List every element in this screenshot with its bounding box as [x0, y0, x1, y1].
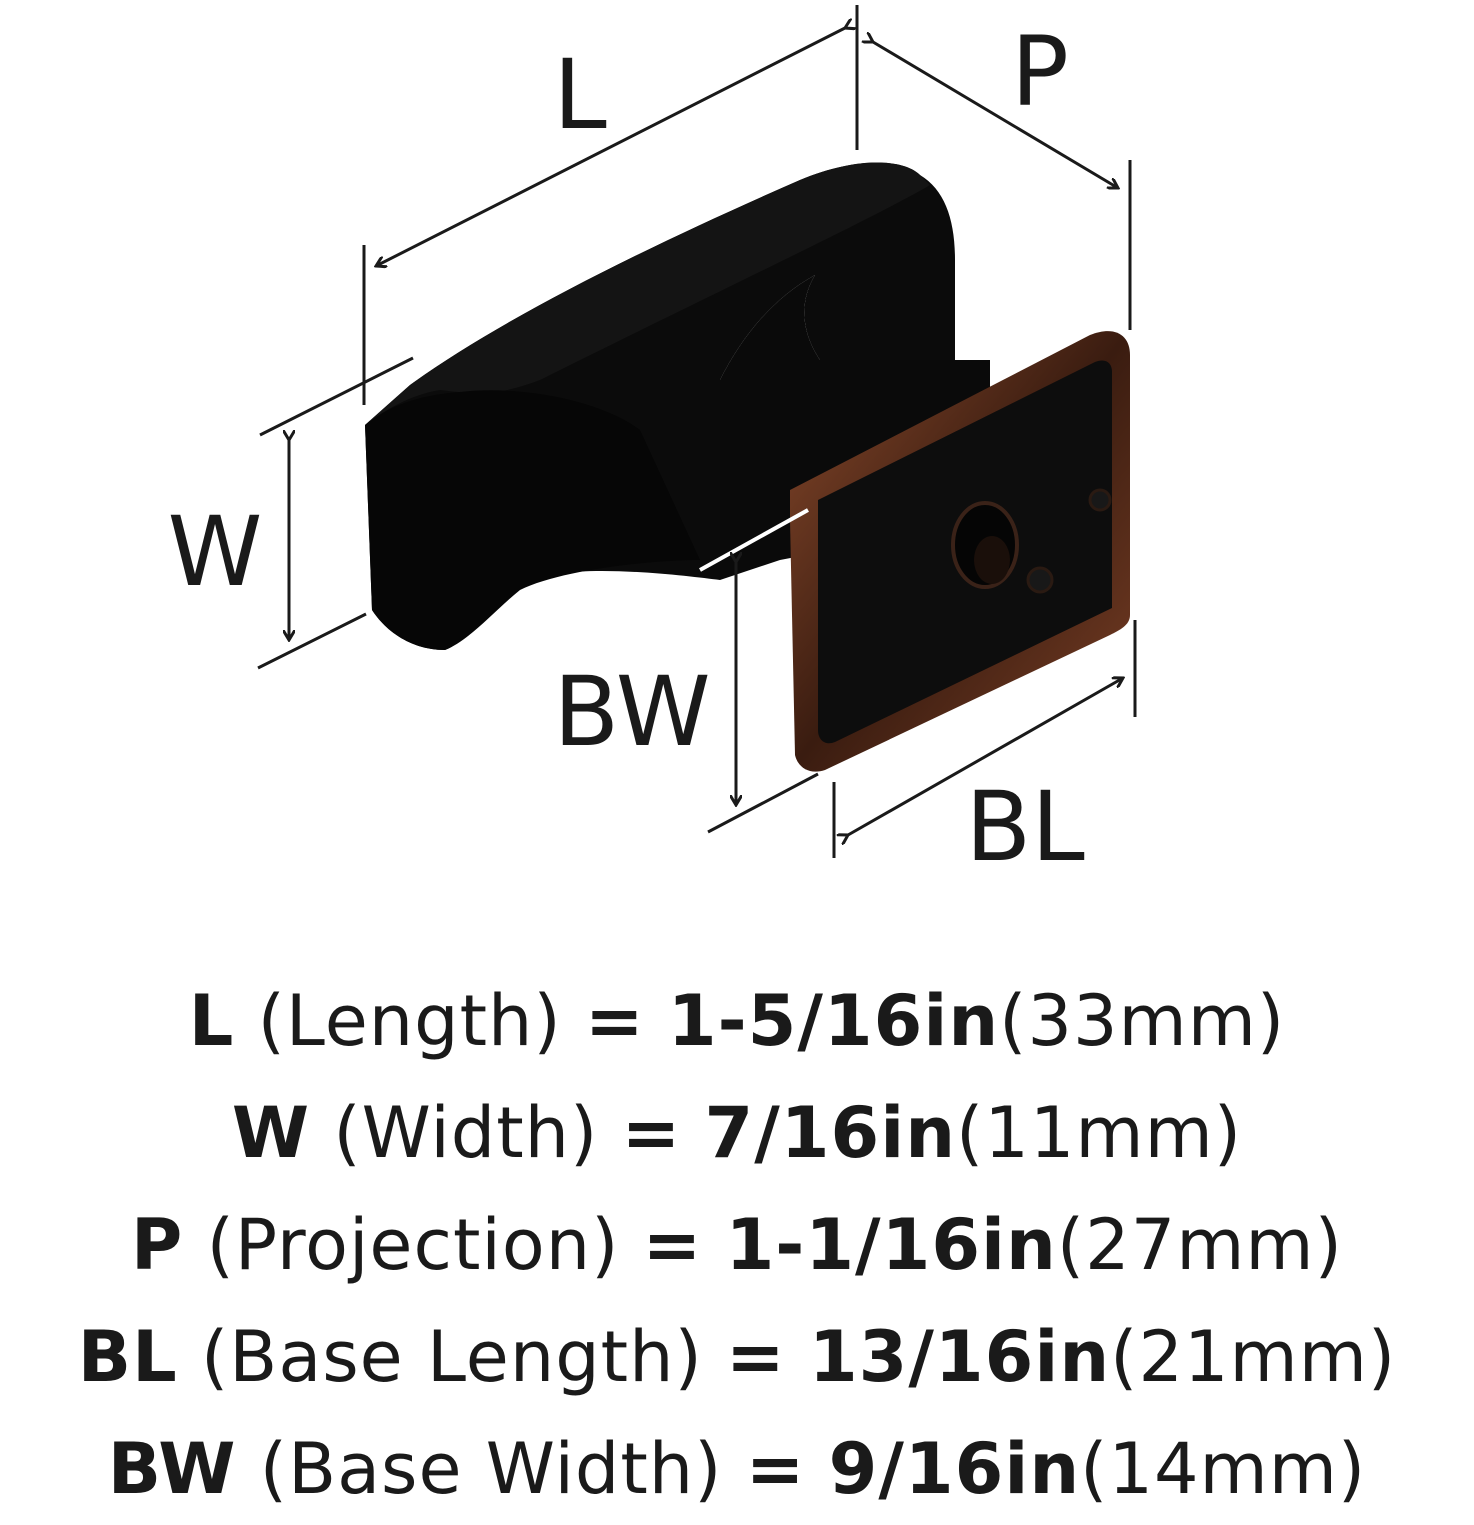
label-l: L: [553, 39, 606, 151]
spec-list: L (Length) = 1-5/16in(33mm) W (Width) = …: [0, 965, 1474, 1525]
spec-code: BL: [77, 1316, 178, 1398]
spec-base-width: BW (Base Width) = 9/16in(14mm): [0, 1413, 1474, 1525]
spec-base-length: BL (Base Length) = 13/16in(21mm): [0, 1301, 1474, 1413]
label-w: W: [168, 496, 263, 608]
spec-equals: =: [621, 1092, 682, 1174]
spec-metric: (21mm): [1110, 1316, 1397, 1398]
spec-code: P: [131, 1204, 184, 1286]
bw-extension-bottom: [707, 772, 819, 834]
spec-projection: P (Projection) = 1-1/16in(27mm): [0, 1189, 1474, 1301]
spec-name: (Projection): [206, 1204, 620, 1286]
spec-imperial: 13/16in: [808, 1316, 1111, 1398]
spec-name: (Width): [333, 1092, 599, 1174]
spec-imperial: 9/16in: [828, 1428, 1081, 1510]
spec-metric: (11mm): [956, 1092, 1243, 1174]
spec-metric: (14mm): [1080, 1428, 1367, 1510]
spec-equals: =: [584, 980, 645, 1062]
dimension-diagram: L P W BW BL: [168, 5, 1137, 883]
spec-imperial: 1-5/16in: [667, 980, 1000, 1062]
pin-hole-icon: [1088, 488, 1112, 512]
spec-equals: =: [745, 1428, 806, 1510]
l-dimension-line: [376, 28, 845, 266]
spec-imperial: 1-1/16in: [725, 1204, 1057, 1286]
spec-equals: =: [726, 1316, 786, 1398]
label-p: P: [1011, 16, 1069, 128]
knob-illustration: [365, 162, 1130, 772]
spec-code: L: [188, 980, 235, 1062]
spec-metric: (27mm): [1056, 1204, 1343, 1286]
spec-width: W (Width) = 7/16in(11mm): [0, 1077, 1474, 1189]
knob-front-face: [365, 390, 700, 650]
highlight-line: [699, 508, 809, 572]
label-bl: BL: [965, 771, 1084, 883]
p-dimension-line: [873, 42, 1118, 188]
label-bw: BW: [553, 656, 710, 768]
spec-imperial: 7/16in: [704, 1092, 957, 1174]
w-extension-top: [259, 356, 414, 437]
spec-name: (Base Length): [200, 1316, 703, 1398]
spec-name: (Length): [257, 980, 562, 1062]
dimension-lines: [257, 5, 1137, 858]
spec-length: L (Length) = 1-5/16in(33mm): [0, 965, 1474, 1077]
spec-code: W: [231, 1092, 311, 1174]
bl-dimension-line: [848, 678, 1123, 835]
spec-metric: (33mm): [999, 980, 1286, 1062]
w-extension-bottom: [257, 612, 367, 670]
spec-code: BW: [107, 1428, 237, 1510]
pin-hole-icon: [1026, 566, 1054, 594]
spec-name: (Base Width): [259, 1428, 723, 1510]
mounting-hole-icon: [951, 501, 1019, 589]
spec-equals: =: [642, 1204, 703, 1286]
